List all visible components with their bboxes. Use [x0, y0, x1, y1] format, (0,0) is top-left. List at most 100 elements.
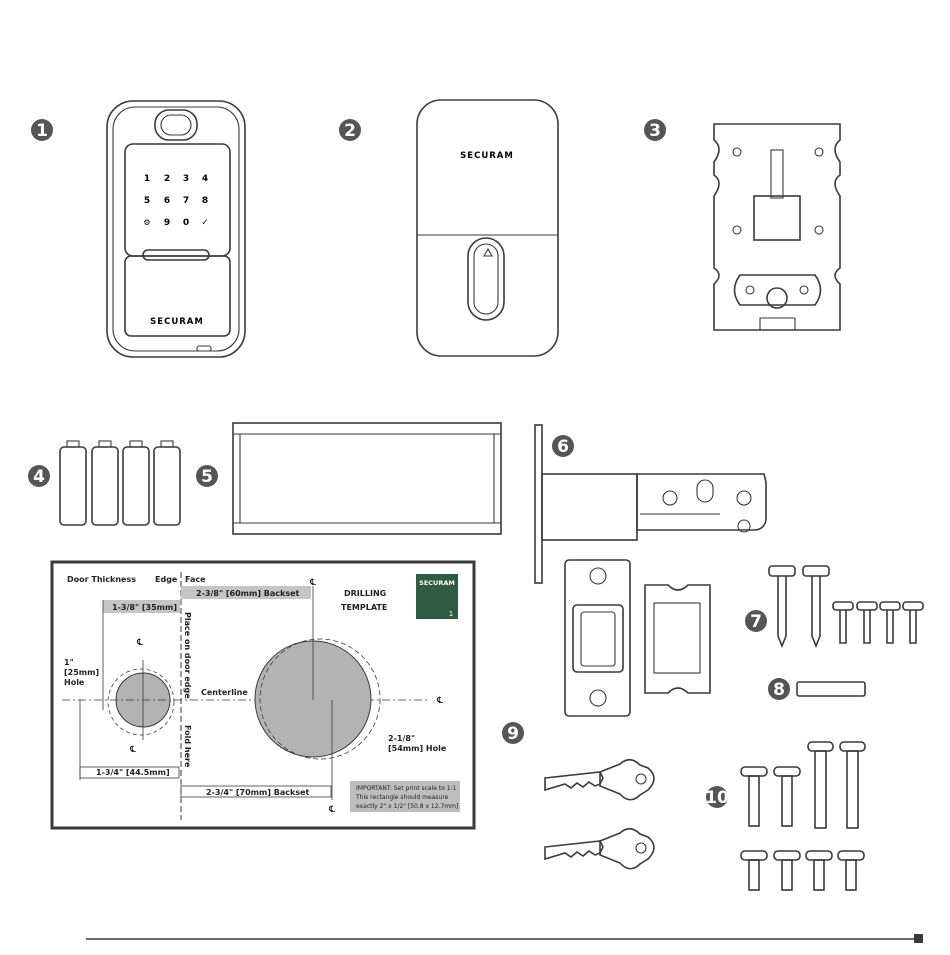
- svg-text:[54mm] Hole: [54mm] Hole: [388, 744, 447, 753]
- short-screw: [902, 601, 924, 644]
- item-9-keys: [544, 758, 655, 870]
- edge-label: Edge: [155, 575, 178, 584]
- item-badge-8: 8: [768, 678, 790, 700]
- item-badge-5: 5: [196, 465, 218, 487]
- svg-text:℄: ℄: [436, 696, 443, 706]
- fingerprint-sensor-icon: [154, 109, 198, 141]
- centerline-mark: ℄: [136, 638, 143, 648]
- key: 9: [164, 218, 170, 228]
- backset-70-label: 2-3/4" [70mm] Backset: [206, 788, 310, 797]
- strike-plate: [564, 559, 631, 717]
- bolt: [839, 741, 866, 829]
- key: 3: [183, 174, 189, 184]
- bolt: [740, 766, 768, 827]
- item-badge-9: 9: [502, 722, 524, 744]
- fold-here-label: Fold here: [183, 725, 192, 768]
- brand-badge: [416, 574, 458, 619]
- battery: [91, 440, 119, 526]
- item-badge-10: 10: [705, 786, 729, 808]
- bolt: [773, 766, 801, 827]
- hole-54-label: 2-1/8": [388, 734, 415, 743]
- brand-logo: SECURAM: [419, 579, 455, 587]
- item-badge-2: 2: [339, 119, 361, 141]
- item-10-bolts: [740, 741, 866, 891]
- item-5-channel: [232, 422, 502, 535]
- svg-text:1: 1: [36, 121, 48, 141]
- short-bolt: [805, 850, 833, 891]
- key: 1: [144, 174, 150, 184]
- svg-text:7: 7: [750, 612, 762, 632]
- brand-logo: SECURAM: [150, 317, 204, 327]
- drilling-template: Door Thickness Edge Face 2-3/8" [60mm] B…: [50, 560, 476, 830]
- key-icon: [544, 758, 655, 801]
- bolt: [807, 741, 834, 829]
- svg-text:℄: ℄: [309, 578, 316, 588]
- check-icon: ✓: [201, 218, 209, 228]
- key: 5: [144, 196, 150, 206]
- battery: [153, 440, 181, 526]
- long-screw: [768, 565, 796, 649]
- svg-text:3: 3: [649, 121, 661, 141]
- svg-text:[25mm]: [25mm]: [64, 668, 99, 677]
- item-3-mounting-plate: [713, 123, 841, 331]
- place-on-door-edge-label: Place on door edge: [183, 612, 192, 699]
- long-screw: [802, 565, 830, 649]
- item-badge-4: 4: [28, 465, 50, 487]
- strike-box: [644, 584, 711, 694]
- key: 7: [183, 196, 189, 206]
- brand-logo: SECURAM: [460, 151, 514, 161]
- svg-text:10: 10: [705, 788, 729, 808]
- svg-text:2: 2: [344, 121, 356, 141]
- item-1-keypad-lock: 1 2 3 4 5 6 7 8 ⚙ 9 0 ✓ SECURAM: [106, 100, 246, 358]
- short-bolt: [837, 850, 865, 891]
- item-badge-6: 6: [552, 435, 574, 457]
- short-screw: [832, 601, 854, 644]
- keypad-keys: 1 2 3 4 5 6 7 8 ⚙ 9 0 ✓: [143, 174, 208, 228]
- drilling-title: DRILLING: [344, 589, 386, 598]
- svg-text:TEMPLATE: TEMPLATE: [341, 603, 387, 612]
- item-4-batteries: [59, 440, 181, 526]
- gear-icon: ⚙: [143, 218, 150, 227]
- touch-keypad: [124, 143, 231, 257]
- hole-25-label: 1": [64, 658, 74, 667]
- edge-44-label: 1-3/4" [44.5mm]: [96, 768, 170, 777]
- key: 2: [164, 174, 170, 184]
- item-badge-1: 1: [31, 119, 53, 141]
- svg-text:This rectangle should measure: This rectangle should measure: [355, 794, 449, 801]
- short-screw: [856, 601, 878, 644]
- key: 6: [164, 196, 170, 206]
- short-bolt: [740, 850, 768, 891]
- important-note: [350, 781, 460, 812]
- item-badge-7: 7: [745, 610, 767, 632]
- svg-text:1: 1: [449, 610, 453, 618]
- battery: [59, 440, 87, 526]
- short-screw: [879, 601, 901, 644]
- key: 8: [202, 196, 208, 206]
- svg-text:℄: ℄: [129, 745, 136, 755]
- item-6-latch: [534, 424, 767, 584]
- svg-text:4: 4: [33, 467, 45, 487]
- item-8-spindle: [796, 681, 866, 697]
- svg-text:℄: ℄: [328, 805, 335, 815]
- thumbturn: [467, 237, 505, 321]
- item-badge-3: 3: [644, 119, 666, 141]
- backset-60-label: 2-3/8" [60mm] Backset: [196, 589, 300, 598]
- door-thickness-label: Door Thickness: [67, 575, 136, 584]
- item-7-screws: [768, 565, 924, 649]
- battery: [122, 440, 150, 526]
- svg-text:6: 6: [557, 437, 569, 457]
- svg-text:9: 9: [507, 724, 519, 744]
- svg-text:exactly 2" x 1/2" [50.8 x 12.7: exactly 2" x 1/2" [50.8 x 12.7mm]: [356, 803, 458, 810]
- key: 0: [183, 218, 189, 228]
- short-bolt: [773, 850, 801, 891]
- svg-text:8: 8: [773, 680, 785, 700]
- key: 4: [202, 174, 208, 184]
- svg-text:5: 5: [201, 467, 213, 487]
- face-label: Face: [185, 575, 206, 584]
- centerline-label: Centerline: [201, 688, 248, 697]
- svg-text:IMPORTANT: Set print scale to: IMPORTANT: Set print scale to 1:1: [356, 785, 457, 792]
- item-2-interior-unit: SECURAM: [416, 99, 559, 357]
- svg-text:Hole: Hole: [64, 678, 85, 687]
- thickness-35-label: 1-3/8" [35mm]: [112, 603, 177, 612]
